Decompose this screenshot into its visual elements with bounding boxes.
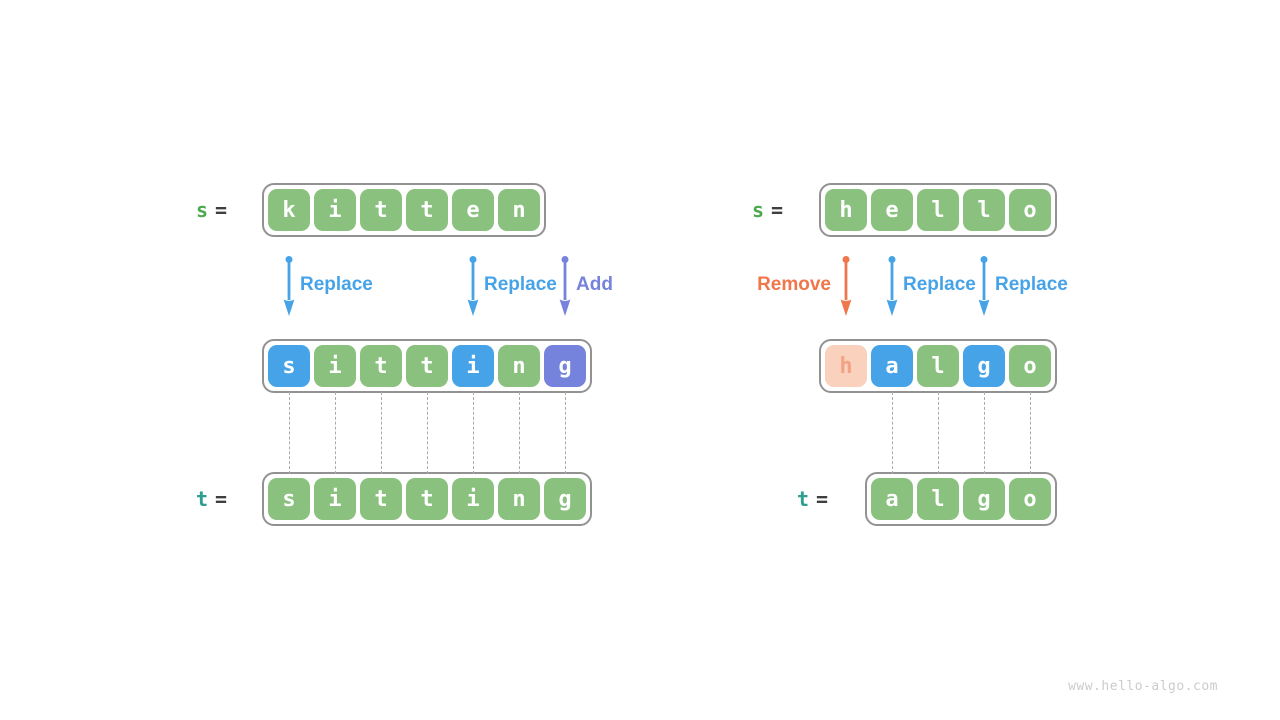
char-cell: t [360, 345, 402, 387]
equals-sign: = [215, 487, 228, 511]
operation-label-add: Add [576, 274, 613, 295]
char-cell: t [360, 189, 402, 231]
char-cell: n [498, 189, 540, 231]
mapping-dash-line [335, 392, 336, 474]
row-label-s: s= [196, 196, 227, 224]
string-name-label: t [196, 487, 209, 511]
char-cell: i [452, 478, 494, 520]
equals-sign: = [816, 487, 829, 511]
mapping-dash-line [938, 392, 939, 474]
operation-label-replace: Replace [995, 274, 1068, 295]
operation-label-replace: Replace [903, 274, 976, 295]
row-label-s: s= [752, 196, 783, 224]
char-cell: i [452, 345, 494, 387]
char-cell: g [544, 345, 586, 387]
mapping-dash-line [565, 392, 566, 474]
row-label-t: t= [797, 485, 828, 513]
char-cell: s [268, 345, 310, 387]
mapping-dash-line [984, 392, 985, 474]
char-cell: h [825, 345, 867, 387]
char-cell: l [917, 189, 959, 231]
char-cell: o [1009, 478, 1051, 520]
char-cell: t [360, 478, 402, 520]
mapping-dash-line [473, 392, 474, 474]
mapping-dash-line [289, 392, 290, 474]
operation-label-remove: Remove [757, 274, 831, 295]
row-label-t: t= [196, 485, 227, 513]
string-name-label: s [752, 198, 765, 222]
char-cell: l [917, 478, 959, 520]
add-arrow-icon [557, 256, 573, 316]
char-cell: n [498, 345, 540, 387]
char-cell: i [314, 478, 356, 520]
mapping-dash-line [519, 392, 520, 474]
char-cell: h [825, 189, 867, 231]
string-name-label: t [797, 487, 810, 511]
char-cell: i [314, 189, 356, 231]
char-cell: t [406, 478, 448, 520]
char-cell: g [963, 478, 1005, 520]
char-cell: n [498, 478, 540, 520]
char-cell: l [963, 189, 1005, 231]
replace-arrow-icon [976, 256, 992, 316]
watermark: www.hello-algo.com [1068, 679, 1218, 694]
string-name-label: s [196, 198, 209, 222]
operation-label-replace: Replace [300, 274, 373, 295]
replace-arrow-icon [465, 256, 481, 316]
char-cell: o [1009, 345, 1051, 387]
char-cell: g [963, 345, 1005, 387]
mapping-dash-line [1030, 392, 1031, 474]
equals-sign: = [215, 198, 228, 222]
replace-arrow-icon [281, 256, 297, 316]
char-cell: o [1009, 189, 1051, 231]
char-cell: t [406, 345, 448, 387]
replace-arrow-icon [884, 256, 900, 316]
char-cell: a [871, 345, 913, 387]
char-cell: t [406, 189, 448, 231]
equals-sign: = [771, 198, 784, 222]
mapping-dash-line [427, 392, 428, 474]
mapping-dash-line [892, 392, 893, 474]
char-cell: e [871, 189, 913, 231]
char-cell: a [871, 478, 913, 520]
char-cell: l [917, 345, 959, 387]
operation-label-replace: Replace [484, 274, 557, 295]
char-cell: g [544, 478, 586, 520]
char-cell: e [452, 189, 494, 231]
char-cell: s [268, 478, 310, 520]
char-cell: i [314, 345, 356, 387]
remove-arrow-icon [838, 256, 854, 316]
char-cell: k [268, 189, 310, 231]
mapping-dash-line [381, 392, 382, 474]
